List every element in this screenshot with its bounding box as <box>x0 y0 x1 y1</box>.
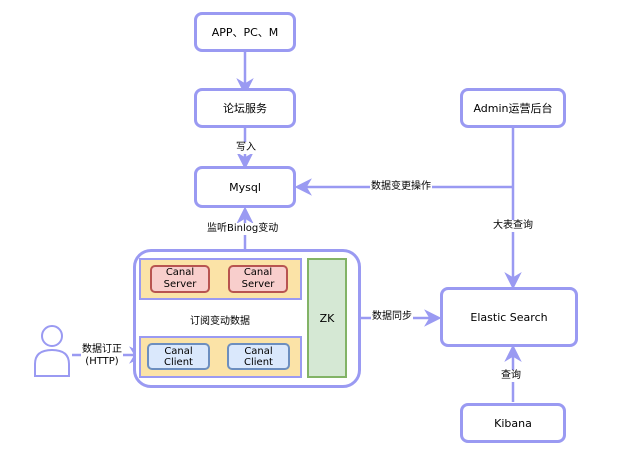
admin-backend-label: Admin运营后台 <box>473 102 553 115</box>
forum-service-label: 论坛服务 <box>223 102 267 115</box>
canal-client-1: Canal Client <box>147 343 210 370</box>
label-subscribe-changes: 订阅变动数据 <box>189 316 251 328</box>
clients-label: APP、PC、M <box>211 26 279 39</box>
canal-server-1: Canal Server <box>150 265 210 293</box>
mysql-node: Mysql <box>194 166 296 208</box>
user-icon <box>34 325 70 377</box>
label-binlog-listen: 监听Binlog变动 <box>206 223 280 235</box>
label-query: 查询 <box>500 370 522 382</box>
admin-backend-node: Admin运营后台 <box>460 88 566 128</box>
elastic-search-label: Elastic Search <box>470 310 548 324</box>
canal-server-1-label: Canal Server <box>163 267 197 290</box>
label-data-sync: 数据同步 <box>371 311 413 323</box>
label-big-table-query: 大表查询 <box>492 220 534 232</box>
canal-client-1-label: Canal Client <box>164 345 193 368</box>
canal-server-2-label: Canal Server <box>241 267 275 290</box>
mysql-label: Mysql <box>229 180 261 194</box>
label-user-subscribe: 数据订正 (HTTP) <box>81 344 123 368</box>
label-write: 写入 <box>235 142 257 154</box>
canal-server-2: Canal Server <box>228 265 288 293</box>
kibana-label: Kibana <box>494 416 532 430</box>
clients-node: APP、PC、M <box>194 12 296 52</box>
kibana-node: Kibana <box>460 403 566 443</box>
canal-client-2-label: Canal Client <box>244 345 273 368</box>
zk-node: ZK <box>307 258 347 378</box>
forum-service-node: 论坛服务 <box>194 88 296 128</box>
canal-client-2: Canal Client <box>227 343 290 370</box>
zk-label: ZK <box>319 311 335 325</box>
elastic-search-node: Elastic Search <box>440 287 578 347</box>
label-data-change-ops: 数据变更操作 <box>370 181 432 193</box>
